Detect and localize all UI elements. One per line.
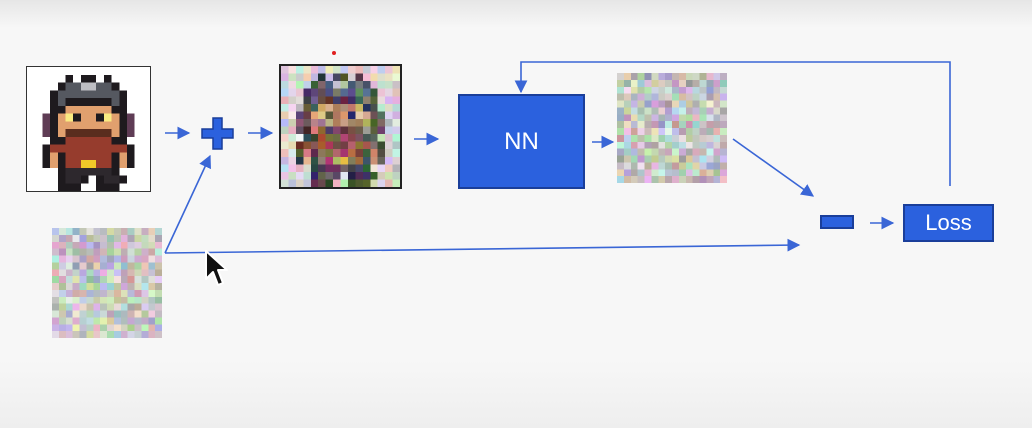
minus-icon [820, 215, 854, 229]
nn-label: NN [504, 127, 539, 155]
loss-block: Loss [903, 204, 994, 242]
arrow-loss-feedback-to-nn [514, 61, 951, 186]
predicted-noise-image [617, 73, 727, 183]
input-noise-image [52, 228, 162, 338]
arrow-prediction-to-minus [732, 138, 815, 197]
mouse-cursor-icon [205, 250, 228, 286]
red-dot-marker [332, 51, 336, 55]
arrow-noise-to-plus [164, 154, 211, 254]
plus-icon [201, 117, 234, 150]
arrow-noise-to-minus [164, 238, 801, 254]
noisy-sprite-image [279, 64, 402, 189]
clean-sprite-image [26, 66, 151, 192]
loss-label: Loss [925, 210, 972, 235]
neural-network-block: NN [458, 94, 585, 189]
